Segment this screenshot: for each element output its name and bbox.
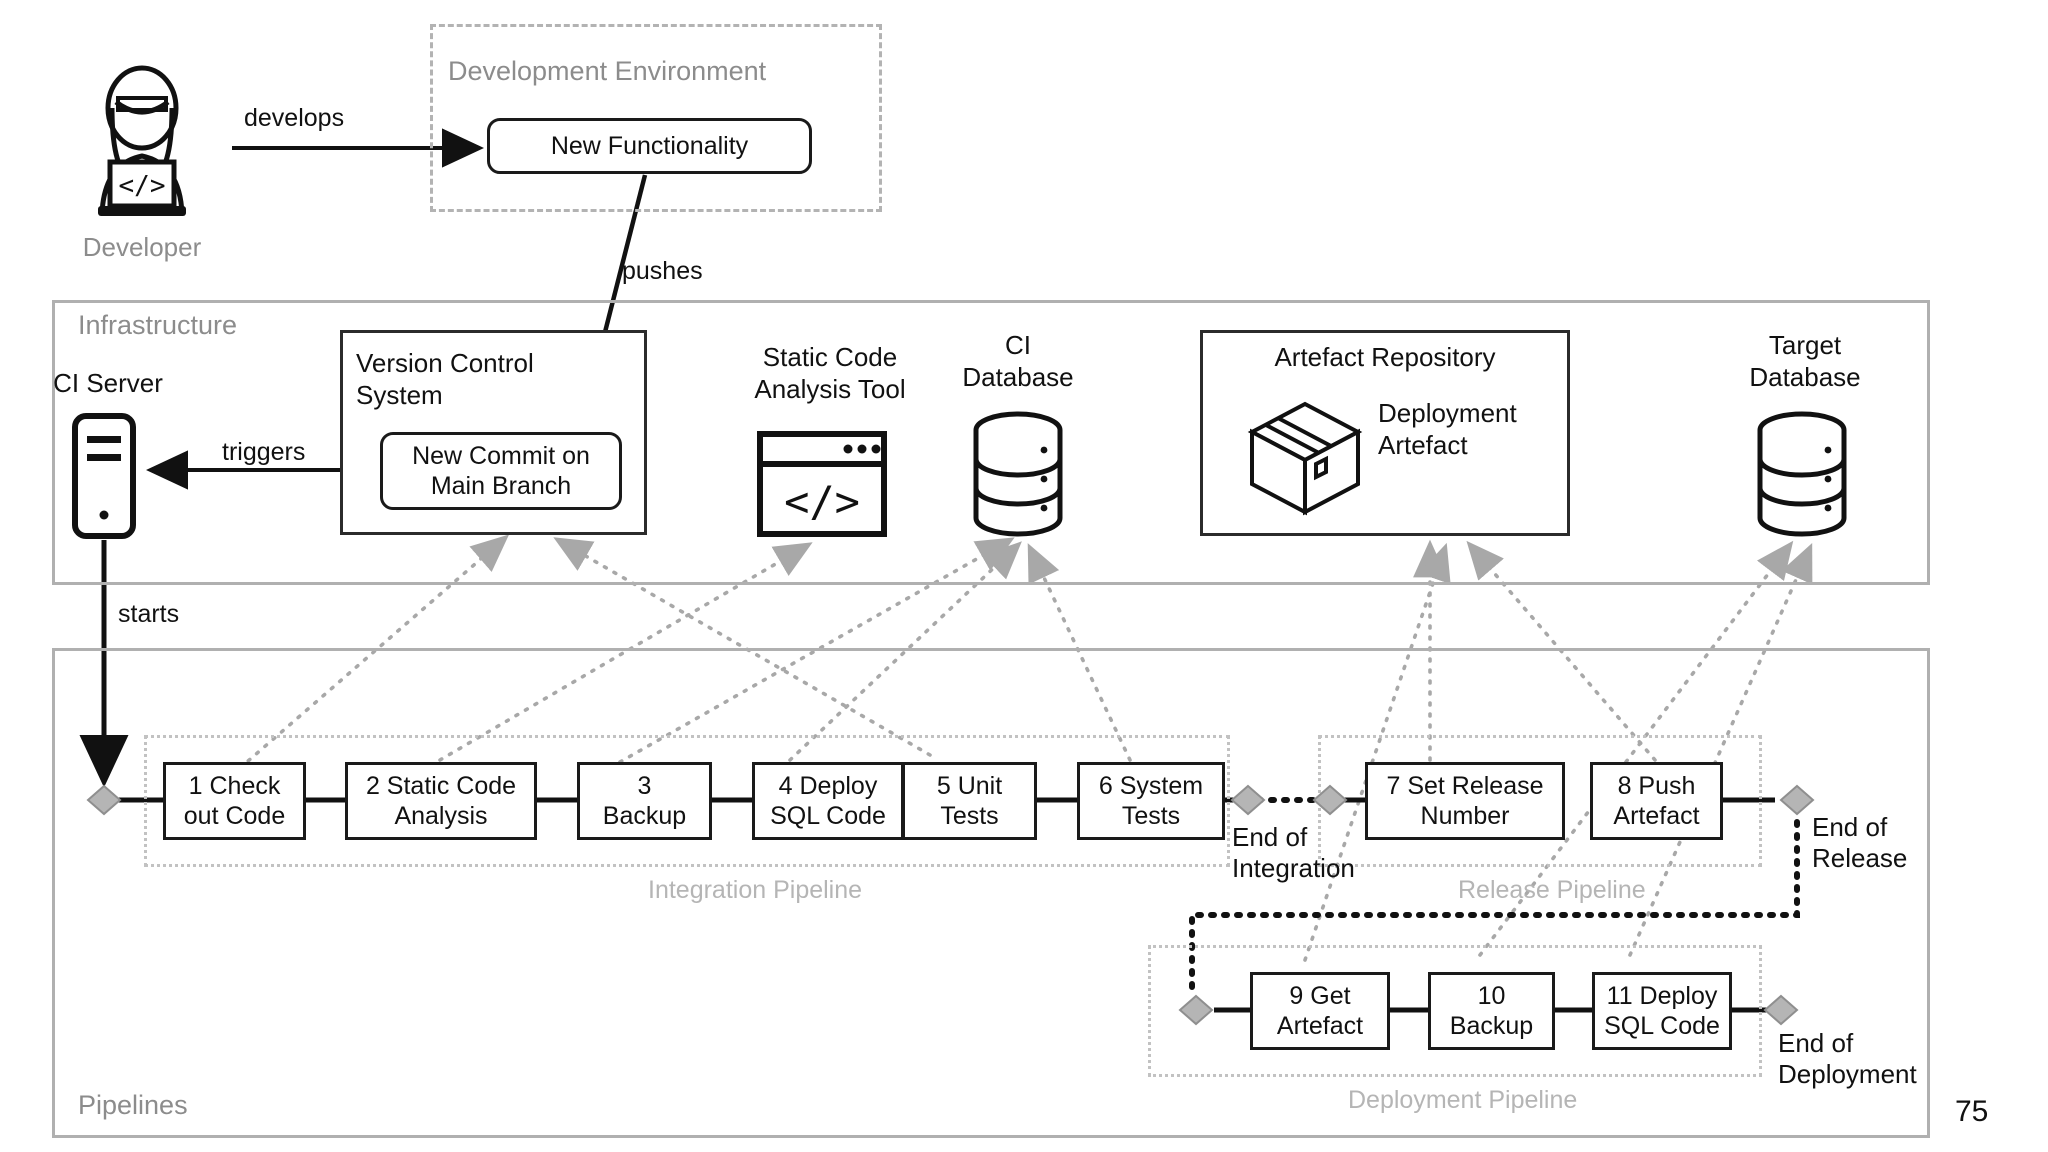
pipelines-frame	[52, 648, 1930, 1138]
edge-label-starts: starts	[118, 600, 180, 628]
infrastructure-title: Infrastructure	[78, 310, 238, 340]
edge-label-pushes: pushes	[622, 257, 703, 285]
step-2-static-code-analysis[interactable]: 2 Static Code Analysis	[345, 762, 537, 840]
edge-label-develops: develops	[244, 104, 345, 132]
deployment-artefact-label: Deployment Artefact	[1378, 398, 1517, 460]
ci-database-label: CI Database	[962, 330, 1074, 392]
step-7-set-release-number[interactable]: 7 Set Release Number	[1365, 762, 1565, 840]
database-cylinder-icon	[968, 410, 1068, 538]
step-4-deploy-sql-code[interactable]: 4 Deploy SQL Code	[752, 762, 904, 840]
page-number: 75	[1955, 1095, 1989, 1128]
code-window-icon: </>	[756, 430, 888, 538]
end-of-release-label: End of Release	[1812, 812, 1908, 874]
development-environment-title: Development Environment	[448, 56, 767, 86]
node-new-functionality[interactable]: New Functionality	[487, 118, 812, 174]
pipelines-title: Pipelines	[78, 1090, 188, 1120]
step-6-system-tests[interactable]: 6 System Tests	[1077, 762, 1225, 840]
deployment-pipeline-caption: Deployment Pipeline	[1348, 1086, 1578, 1114]
server-tower-icon	[70, 412, 138, 540]
end-of-integration-label: End of Integration	[1232, 822, 1355, 884]
node-new-commit-on-main-branch[interactable]: New Commit on Main Branch	[380, 432, 622, 510]
artefact-repository-title: Artefact Repository	[1274, 342, 1496, 372]
step-10-backup[interactable]: 10 Backup	[1428, 972, 1555, 1050]
database-cylinder-icon	[1752, 410, 1852, 538]
developer-person-laptop-code-icon: </>	[72, 62, 212, 222]
release-pipeline-caption: Release Pipeline	[1458, 876, 1646, 904]
step-5-unit-tests[interactable]: 5 Unit Tests	[902, 762, 1037, 840]
integration-pipeline-caption: Integration Pipeline	[648, 876, 863, 904]
static-code-analysis-tool-label: Static Code Analysis Tool	[754, 342, 906, 404]
version-control-system-title: Version Control System	[356, 348, 534, 410]
svg-text:</>: </>	[784, 477, 860, 526]
infrastructure-frame	[52, 300, 1930, 585]
deployment-pipeline-group	[1148, 945, 1762, 1077]
package-box-icon	[1246, 398, 1364, 516]
svg-text:</>: </>	[119, 171, 166, 201]
step-8-push-artefact[interactable]: 8 Push Artefact	[1590, 762, 1723, 840]
step-11-deploy-sql-code[interactable]: 11 Deploy SQL Code	[1592, 972, 1732, 1050]
edge-label-triggers: triggers	[222, 438, 306, 466]
ci-server-label: CI Server	[53, 368, 163, 398]
integration-pipeline-group	[144, 735, 1230, 867]
developer-label: Developer	[82, 232, 202, 262]
target-database-label: Target Database	[1749, 330, 1861, 392]
step-3-backup[interactable]: 3 Backup	[577, 762, 712, 840]
end-of-deployment-label: End of Deployment	[1778, 1028, 1917, 1090]
development-environment-frame	[430, 24, 882, 212]
step-1-check-out-code[interactable]: 1 Check out Code	[163, 762, 306, 840]
step-9-get-artefact[interactable]: 9 Get Artefact	[1250, 972, 1390, 1050]
